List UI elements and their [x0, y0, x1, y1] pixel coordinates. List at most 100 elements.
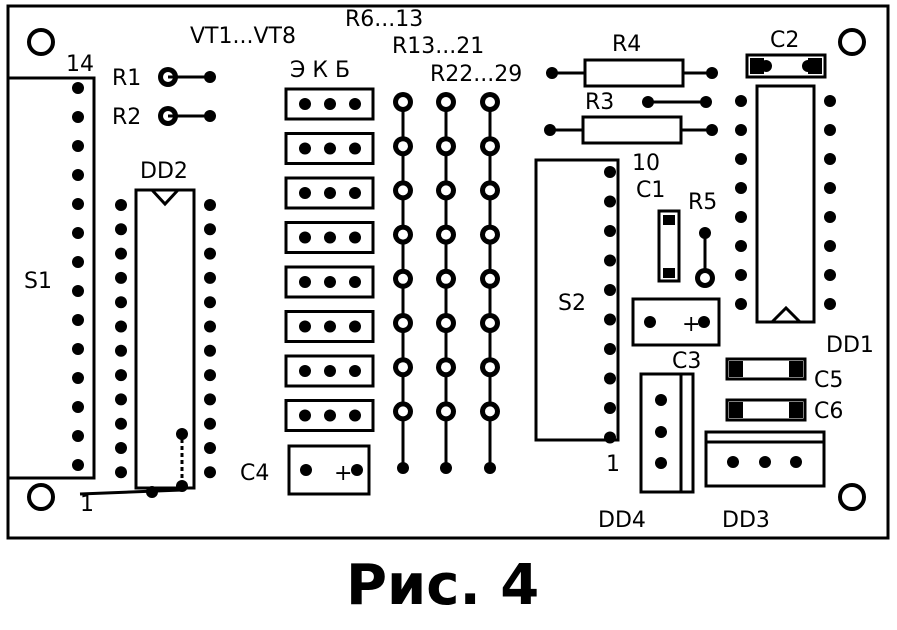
pad [604, 372, 616, 385]
pad [735, 240, 747, 252]
label-pin1-s2: 1 [606, 452, 620, 477]
pad [299, 409, 311, 422]
label-r5: R5 [688, 190, 717, 215]
pad [324, 276, 336, 288]
pad [72, 111, 84, 123]
label-c4: C4 [240, 461, 269, 486]
pad [604, 313, 616, 326]
pad [72, 459, 84, 471]
pad [204, 271, 216, 284]
ring-pad-hole [398, 229, 408, 240]
pad [204, 369, 216, 382]
ring-pad-hole [485, 229, 495, 240]
pad [72, 285, 84, 297]
pad [735, 211, 747, 223]
label-r6-13: R6...13 [345, 7, 423, 32]
pad [115, 442, 127, 454]
label-dd2: DD2 [140, 159, 188, 184]
label-dd1: DD1 [826, 333, 874, 358]
pad [204, 320, 216, 333]
ring-pad-hole [441, 318, 451, 328]
label-s2: S2 [558, 291, 586, 316]
pad [299, 320, 311, 333]
pad [604, 402, 616, 414]
vt-transistor-pads [284, 87, 375, 432]
pad [115, 466, 127, 479]
pad [204, 247, 216, 260]
pad [349, 276, 361, 288]
pad [324, 98, 336, 110]
labels: S1 DD2 R1 R2 14 1 VT1...VT8 Э К Б R6...1… [24, 7, 874, 533]
pad [604, 254, 616, 267]
dd2-chip [79, 188, 216, 498]
pad [824, 298, 836, 310]
pad [299, 187, 311, 199]
ring-pad-hole [398, 406, 408, 417]
pad [735, 269, 747, 281]
pad [299, 231, 311, 244]
pad [824, 240, 836, 252]
label-dd3: DD3 [722, 508, 770, 533]
ring-pad-hole [441, 406, 451, 417]
ring-pad-hole [485, 273, 495, 284]
pad [349, 409, 361, 422]
pad [115, 320, 127, 333]
label-c6: C6 [814, 399, 843, 424]
ring-pad-hole [441, 185, 451, 196]
pad [72, 401, 84, 413]
r1-r2 [158, 67, 216, 126]
ring-pad-hole [441, 362, 451, 373]
pad [72, 430, 84, 442]
pad [824, 95, 836, 107]
dd3-chip [704, 430, 826, 488]
pad [824, 153, 836, 165]
dd1-chip [735, 84, 836, 324]
label-pin14: 14 [66, 52, 94, 77]
pad [484, 462, 496, 474]
label-r2: R2 [112, 105, 141, 130]
pad [204, 393, 216, 406]
resistor-columns [393, 92, 500, 474]
ring-pad-hole [398, 273, 408, 284]
pad [324, 320, 336, 333]
pad [397, 462, 409, 474]
ring-pad-hole [441, 97, 451, 107]
pad [824, 211, 836, 223]
pad [604, 343, 616, 355]
c1-r5 [657, 209, 715, 288]
s1-connector [6, 76, 96, 480]
plus-c4: + [334, 461, 352, 486]
pad [349, 320, 361, 333]
label-vt: VT1...VT8 [190, 24, 296, 49]
pad [115, 296, 127, 309]
ring-pad-hole [485, 318, 495, 328]
ring-pad-hole [441, 141, 451, 152]
pad [324, 409, 336, 422]
pad [735, 95, 747, 107]
c2-capacitor [745, 53, 827, 79]
label-c1: C1 [636, 178, 665, 203]
pad [824, 182, 836, 194]
pad [204, 417, 216, 430]
pad [349, 365, 361, 377]
pad [72, 169, 84, 181]
pad [299, 365, 311, 377]
ring-pad-hole [485, 185, 495, 196]
pad [204, 199, 216, 211]
label-c5: C5 [814, 368, 843, 393]
ring-pad-hole [441, 229, 451, 240]
pad [115, 417, 127, 430]
r3-r4 [544, 58, 718, 145]
ring-pad-hole [398, 141, 408, 152]
pad [324, 231, 336, 244]
pad [115, 199, 127, 211]
ring-pad-hole [398, 185, 408, 196]
pad [72, 198, 84, 210]
label-dd4: DD4 [598, 508, 646, 533]
pad [349, 187, 361, 199]
pad [604, 166, 616, 178]
label-r4: R4 [612, 32, 641, 57]
pad [115, 393, 127, 406]
label-c3: C3 [672, 349, 701, 374]
